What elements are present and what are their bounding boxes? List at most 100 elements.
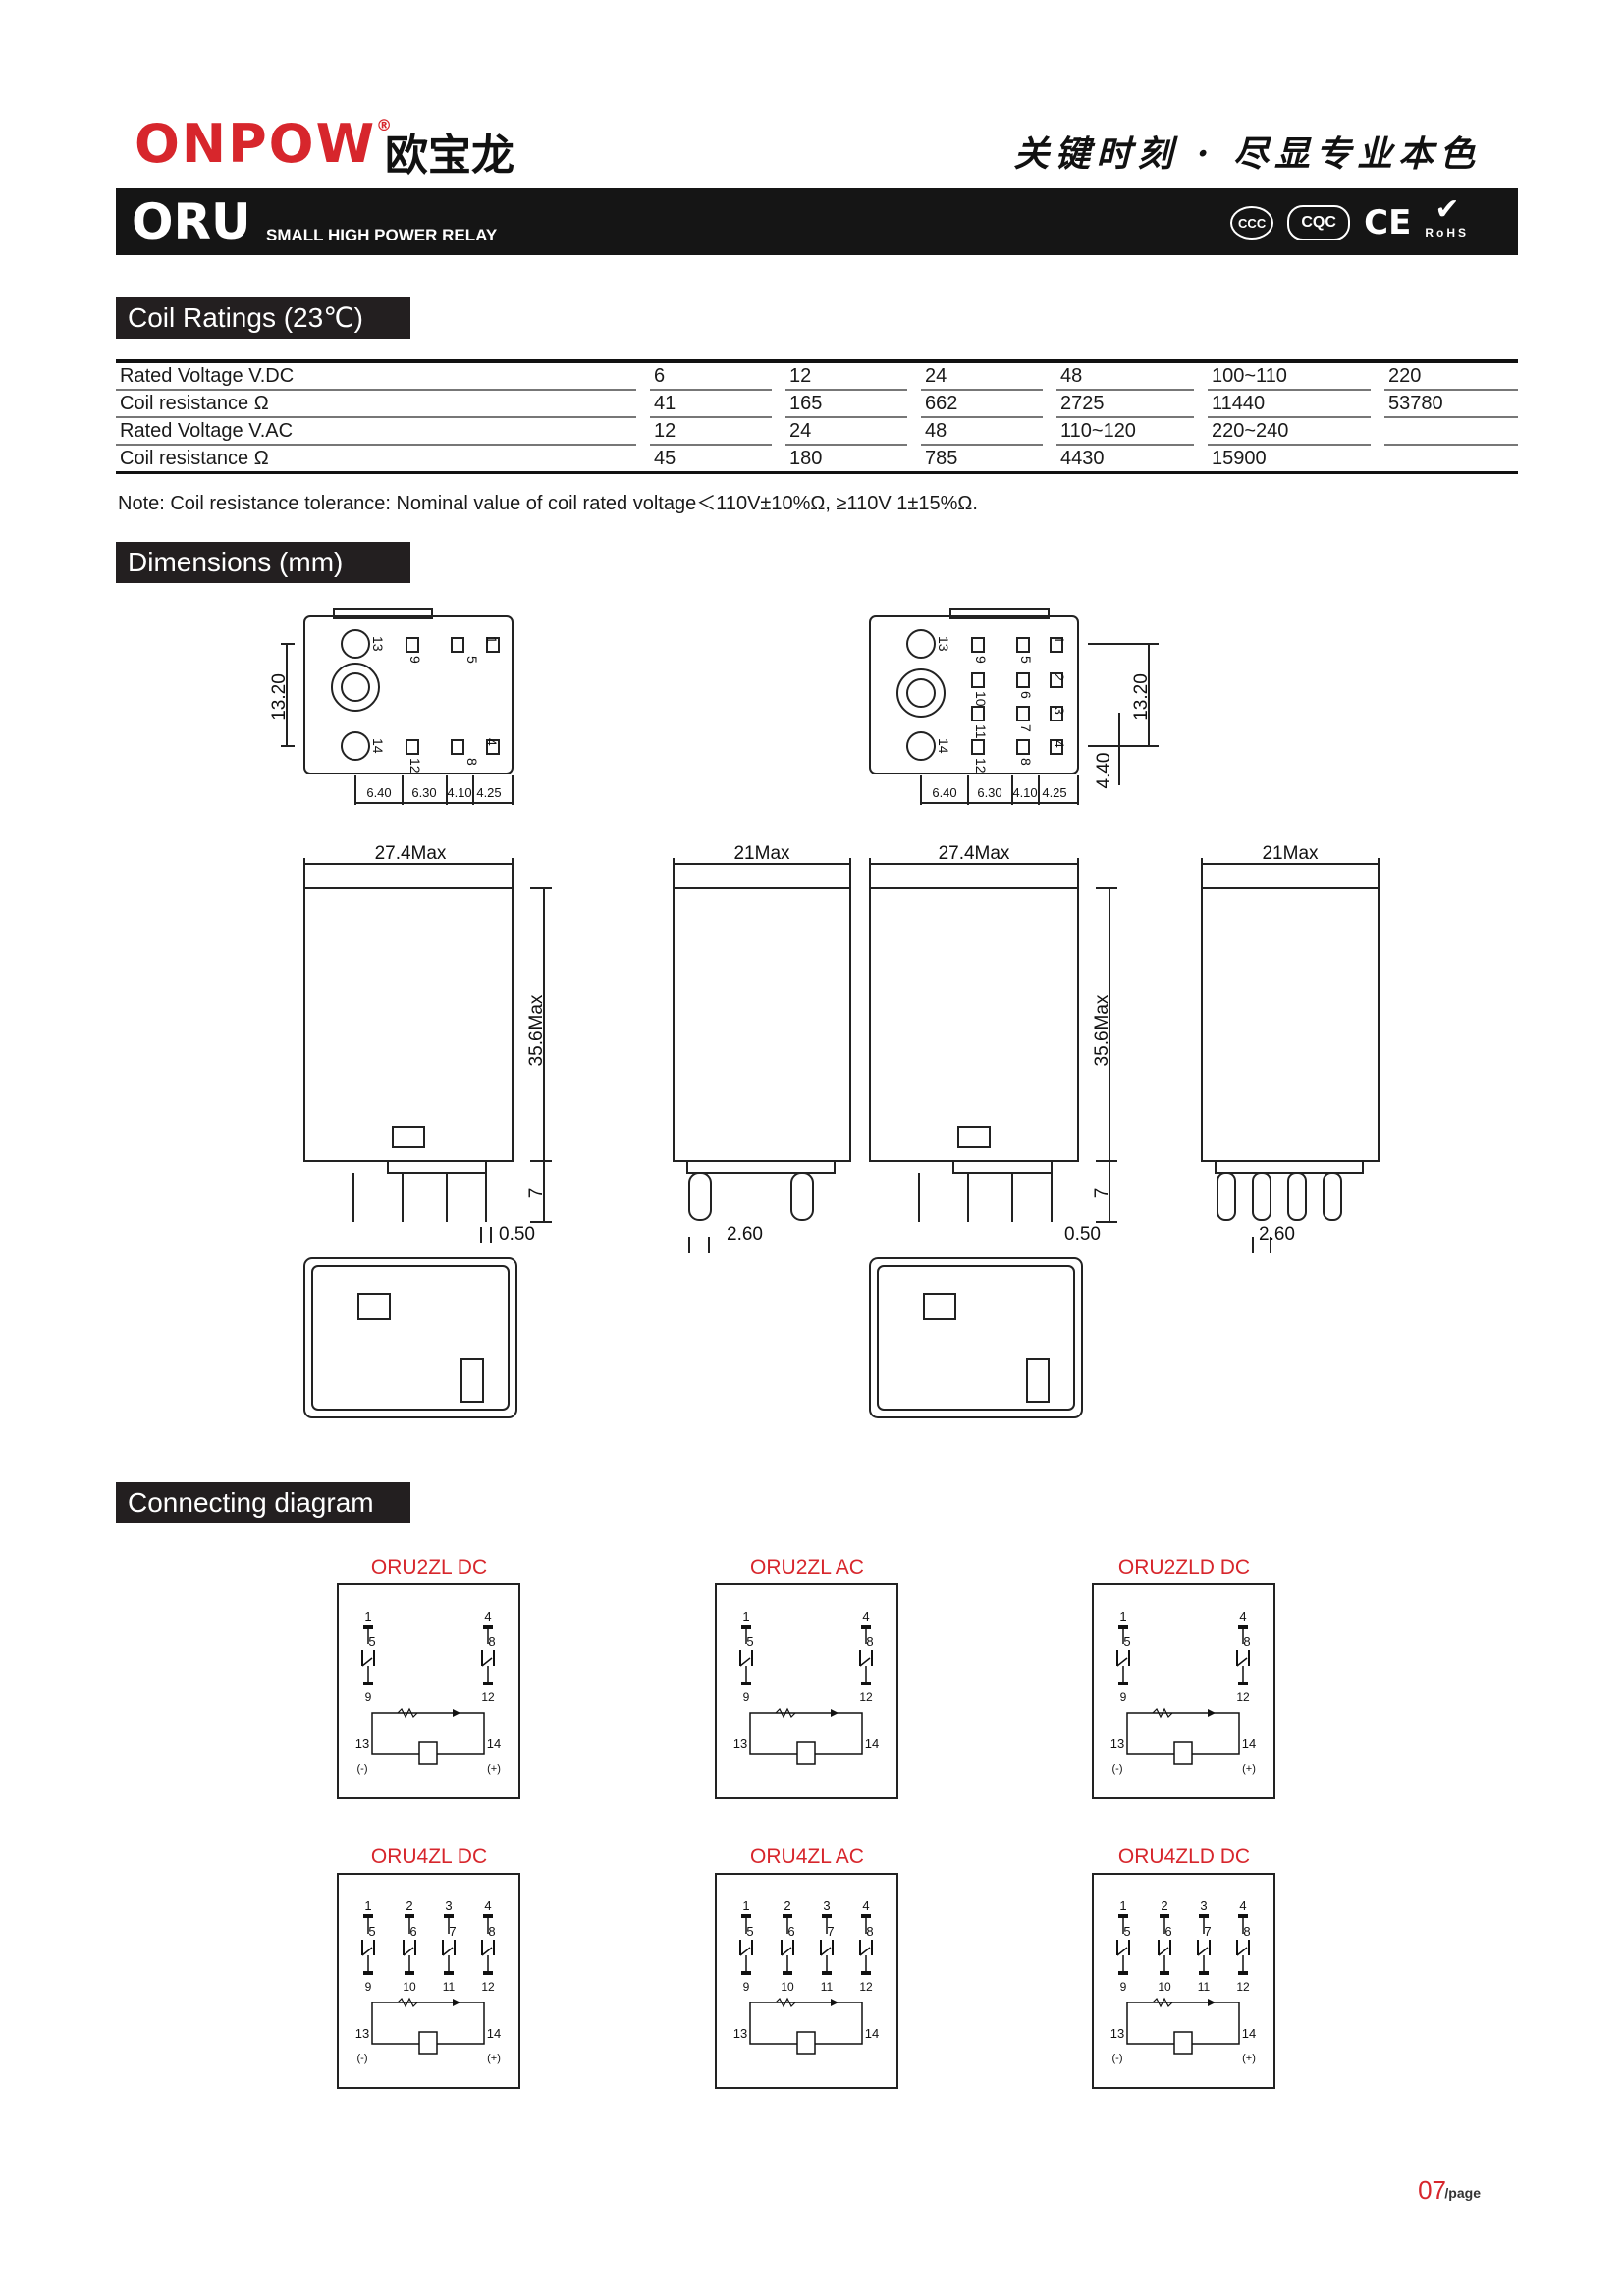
ratings-gap [1371, 390, 1384, 417]
ratings-gap [636, 361, 650, 390]
contact-switch [859, 1947, 871, 1956]
dim-pitch: 6.40 [932, 785, 956, 800]
dim-thk-2: 0.50 [1064, 1224, 1101, 1245]
pin-number: 5 [464, 656, 480, 664]
dim-width-2: 27.4Max [939, 843, 1010, 864]
contact-switch [481, 1657, 493, 1667]
pin-number: 9 [973, 656, 989, 664]
contact-switch [1116, 1947, 1128, 1956]
terminal-label: 8 [1243, 1924, 1250, 1939]
terminal-label: 8 [488, 1634, 495, 1649]
dim-pitch: 4.10 [1012, 785, 1037, 800]
ratings-gap [636, 390, 650, 417]
ratings-gap [772, 445, 785, 474]
pin-number: 11 [973, 724, 989, 739]
bottom-view-2pole [281, 608, 514, 805]
contact-switch [1236, 1657, 1248, 1667]
section-title-dimensions: Dimensions (mm) [116, 542, 410, 583]
ratings-cell: 12 [785, 361, 907, 391]
resistor-icon [397, 1707, 418, 1719]
brand-logo: ONPOW® [135, 113, 395, 175]
brand-logo-cn: 欧宝龙 [385, 131, 514, 181]
coil-terminal-label: 14 [1242, 2026, 1256, 2041]
terminal-label: 7 [449, 1924, 456, 1939]
ratings-cell: 220~240 [1208, 417, 1371, 446]
terminal-label: 9 [743, 1690, 750, 1704]
ratings-gap [907, 390, 921, 417]
resistor-icon [397, 1997, 418, 2008]
dim-pitch: 6.30 [411, 785, 436, 800]
dim-depth-2: 21Max [1262, 843, 1319, 864]
contact-switch [1236, 1947, 1248, 1956]
pin-number: 5 [1018, 656, 1034, 664]
coil-terminal-label: 14 [487, 2026, 501, 2041]
terminal-label: 1 [1119, 1898, 1126, 1913]
terminal-label: 4 [862, 1898, 869, 1913]
terminal-label: 11 [821, 1980, 834, 1994]
pin-number: 9 [407, 656, 423, 664]
contact-switch [481, 1947, 493, 1956]
side-view-1 [303, 858, 552, 1243]
terminal-label: 9 [1120, 1980, 1127, 1994]
dim-offset: 4.40 [1094, 753, 1114, 789]
contact-switch [1158, 1947, 1169, 1956]
pin-number: 13 [370, 636, 386, 652]
coil-terminal-label: 14 [487, 1736, 501, 1751]
contact-switch [820, 1947, 832, 1956]
terminal-label: 4 [484, 1609, 491, 1624]
pin-number: 12 [407, 758, 423, 774]
terminal-label: 9 [365, 1980, 372, 1994]
contact-switch [361, 1947, 373, 1956]
terminal-label: 9 [1120, 1690, 1127, 1704]
page-number: 07 [1418, 2175, 1446, 2205]
ratings-cell: 6 [650, 361, 772, 391]
terminal-label: 2 [406, 1898, 412, 1913]
terminal-label: 5 [1123, 1924, 1130, 1939]
resistor-icon [1152, 1707, 1173, 1719]
dim-depth-1: 21Max [733, 843, 790, 864]
terminal-label: 12 [1236, 1690, 1250, 1704]
product-banner: ORU SMALL HIGH POWER RELAY CCC CQC CE ✔R… [116, 188, 1518, 255]
polarity-label: (-) [1112, 2053, 1123, 2064]
diagram-title: ORU2ZL AC [750, 1556, 864, 1578]
ccc-logo: CCC [1230, 206, 1274, 240]
contact-switch [442, 1947, 454, 1956]
dim-thk-1: 0.50 [499, 1224, 535, 1245]
polarity-label: (+) [487, 1763, 501, 1775]
section-title-coil: Coil Ratings (23℃) [116, 297, 410, 339]
coil-terminal-label: 13 [355, 1736, 369, 1751]
side-view-3 [869, 858, 1117, 1223]
terminal-label: 8 [866, 1924, 873, 1939]
ratings-gap [1371, 361, 1384, 390]
side-view-2 [673, 858, 851, 1253]
terminal-label: 12 [859, 1980, 873, 1994]
ratings-cell: 4430 [1056, 445, 1194, 474]
pin-number: 1 [484, 636, 500, 644]
contact-switch [739, 1657, 751, 1667]
pin-number: 6 [1018, 691, 1034, 699]
coil-terminal-label: 13 [733, 2026, 747, 2041]
cqc-logo: CQC [1287, 205, 1351, 240]
terminal-label: 5 [746, 1634, 753, 1649]
ratings-gap [1371, 417, 1384, 445]
ratings-cell: 24 [921, 361, 1043, 391]
terminal-label: 1 [742, 1898, 749, 1913]
ratings-gap [1194, 361, 1208, 390]
terminal-label: 3 [445, 1898, 452, 1913]
ratings-note: Note: Coil resistance tolerance: Nominal… [118, 493, 978, 514]
diode-icon [1208, 1709, 1216, 1717]
ratings-cell: 45 [650, 445, 772, 474]
dim-pitch: 6.40 [366, 785, 391, 800]
top-view-1 [303, 1257, 517, 1418]
terminal-label: 1 [364, 1898, 371, 1913]
ratings-cell: 100~110 [1208, 361, 1371, 391]
cert-logos: CCC CQC CE ✔RoHS [1230, 193, 1469, 247]
diagram-title: ORU4ZL AC [750, 1845, 864, 1868]
